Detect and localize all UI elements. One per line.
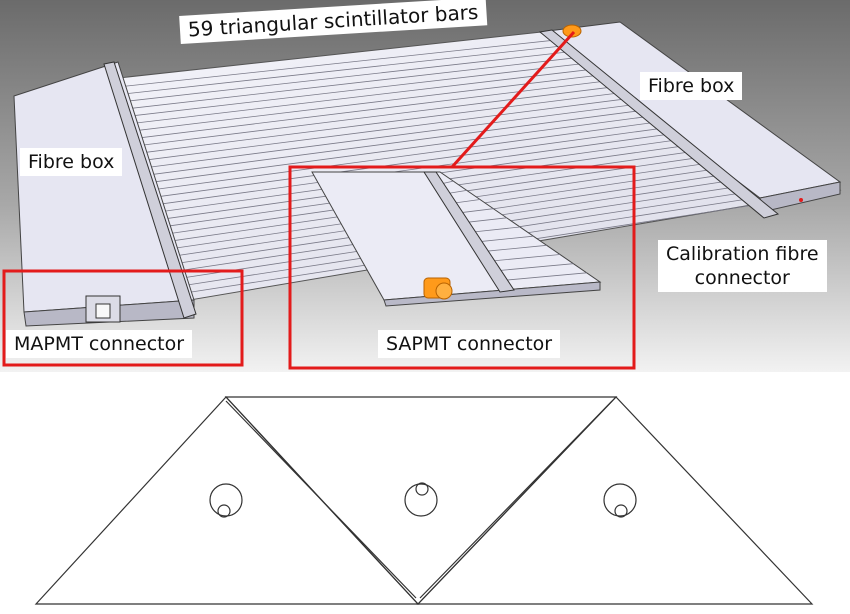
bar-line-14	[148, 114, 658, 184]
inset-bar-line-5	[466, 217, 507, 223]
rail-right	[538, 29, 780, 219]
bar-separation-left	[225, 400, 417, 599]
bar-line-8	[132, 80, 612, 140]
mapmt-connector-shape	[85, 295, 121, 323]
bar-line-5	[124, 62, 589, 118]
sapmt-connector-shape	[423, 277, 453, 300]
bar-line-7	[130, 74, 604, 132]
calibration-label: Calibration fibre connector	[658, 240, 827, 292]
fibre-hole-middle-inner	[415, 482, 429, 496]
fibre-hole-middle	[404, 483, 438, 517]
inset-bar-line-8	[485, 244, 547, 252]
fibre-hole-left	[209, 483, 243, 517]
bar-cross-section	[34, 396, 814, 605]
bar-line-4	[122, 56, 581, 110]
fibre-hole-right	[603, 483, 637, 517]
bar-line-10	[137, 91, 627, 154]
inset-rail	[423, 171, 515, 293]
inset-bar-line-3	[454, 199, 481, 204]
mapmt-label: MAPMT connector	[6, 330, 193, 358]
inset-bar-line-10	[497, 263, 574, 272]
sapmt-highlight-box	[288, 165, 636, 370]
inset-bar-line-2	[448, 189, 467, 194]
bar-line-12	[143, 103, 643, 169]
bar-line-1	[114, 39, 558, 88]
sapmt-label: SAPMT connector	[378, 330, 561, 358]
triangle-bar-left	[34, 396, 420, 605]
calibration-label-line1: Calibration fibre	[666, 243, 819, 265]
sapmt-leader-line	[450, 30, 576, 169]
inset-bar-line-7	[479, 235, 534, 243]
calibration-point	[799, 198, 803, 202]
bar-separation-right	[419, 400, 613, 599]
fibre-hole-right-inner	[614, 504, 628, 518]
inset-bar-line-11	[503, 272, 587, 281]
triangle-bar-middle	[224, 396, 618, 605]
fibre-hole-left-inner	[217, 504, 231, 518]
bar-line-16	[153, 126, 673, 198]
bar-line-15	[150, 120, 666, 191]
bar-line-3	[119, 51, 574, 103]
inset-bar-lines	[442, 180, 587, 281]
rail-left	[103, 61, 197, 319]
inset-panel-edge	[383, 281, 601, 307]
bar-line-6	[127, 68, 597, 125]
fibre-box-right-label: Fibre box	[640, 72, 743, 100]
inset-bar-line-9	[491, 254, 561, 262]
mapmt-highlight-box	[2, 269, 244, 367]
bar-line-17	[156, 132, 681, 206]
top-connector-shape	[562, 24, 582, 38]
bar-line-13	[145, 109, 650, 176]
bar-line-11	[140, 97, 635, 162]
inset-bar-line-6	[472, 226, 521, 233]
bar-line-2	[117, 45, 566, 96]
triangle-bar-right	[416, 396, 814, 605]
calibration-label-line2: connector	[694, 267, 790, 289]
inset-bar-line-4	[460, 208, 494, 214]
fibre-box-left-label: Fibre box	[20, 148, 123, 176]
bar-line-9	[135, 85, 620, 147]
